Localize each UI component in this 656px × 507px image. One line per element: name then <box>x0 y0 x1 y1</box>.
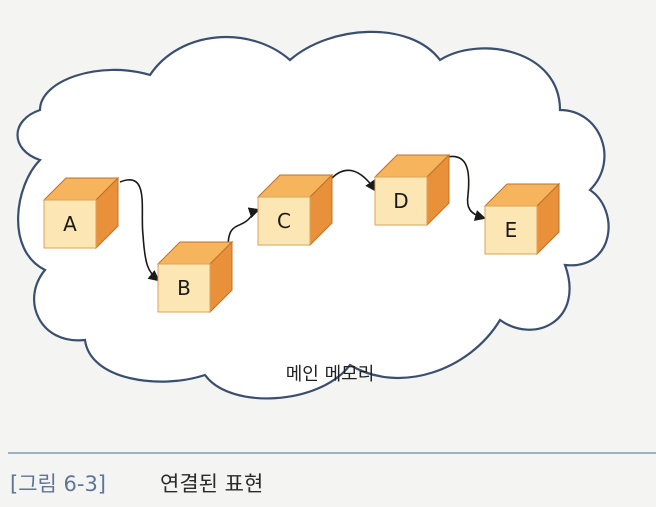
node-label: E <box>505 218 518 242</box>
node-box-c: C <box>256 173 334 247</box>
link-arrow-c-d <box>331 169 377 192</box>
box-front <box>157 263 211 313</box>
link-arrow-a-b <box>119 179 160 282</box>
link-arrow-d-e <box>442 155 487 221</box>
box-front <box>43 199 97 249</box>
node-label: B <box>177 276 191 300</box>
figure-title: 연결된 표현 <box>160 472 264 496</box>
node-label: A <box>63 212 77 236</box>
caption-rule <box>8 452 656 454</box>
links-layer <box>119 155 487 282</box>
linked-list-diagram: A B C D E 메인 메모리 <box>16 30 610 400</box>
node-box-d: D <box>373 153 451 227</box>
link-arrow-b-c <box>227 207 261 249</box>
node-label: D <box>393 189 408 213</box>
node-label: C <box>277 209 291 233</box>
node-box-e: E <box>483 182 561 256</box>
box-front <box>257 196 311 246</box>
node-box-b: B <box>156 240 234 314</box>
figure-caption: [그림 6-3] 연결된 표현 <box>0 452 656 507</box>
nodes-layer: A B C D E <box>42 153 561 314</box>
box-front <box>374 176 428 226</box>
node-box-a: A <box>42 176 120 250</box>
box-front <box>484 205 538 255</box>
region-label: 메인 메모리 <box>286 364 375 385</box>
figure-label: [그림 6-3] <box>10 472 107 496</box>
